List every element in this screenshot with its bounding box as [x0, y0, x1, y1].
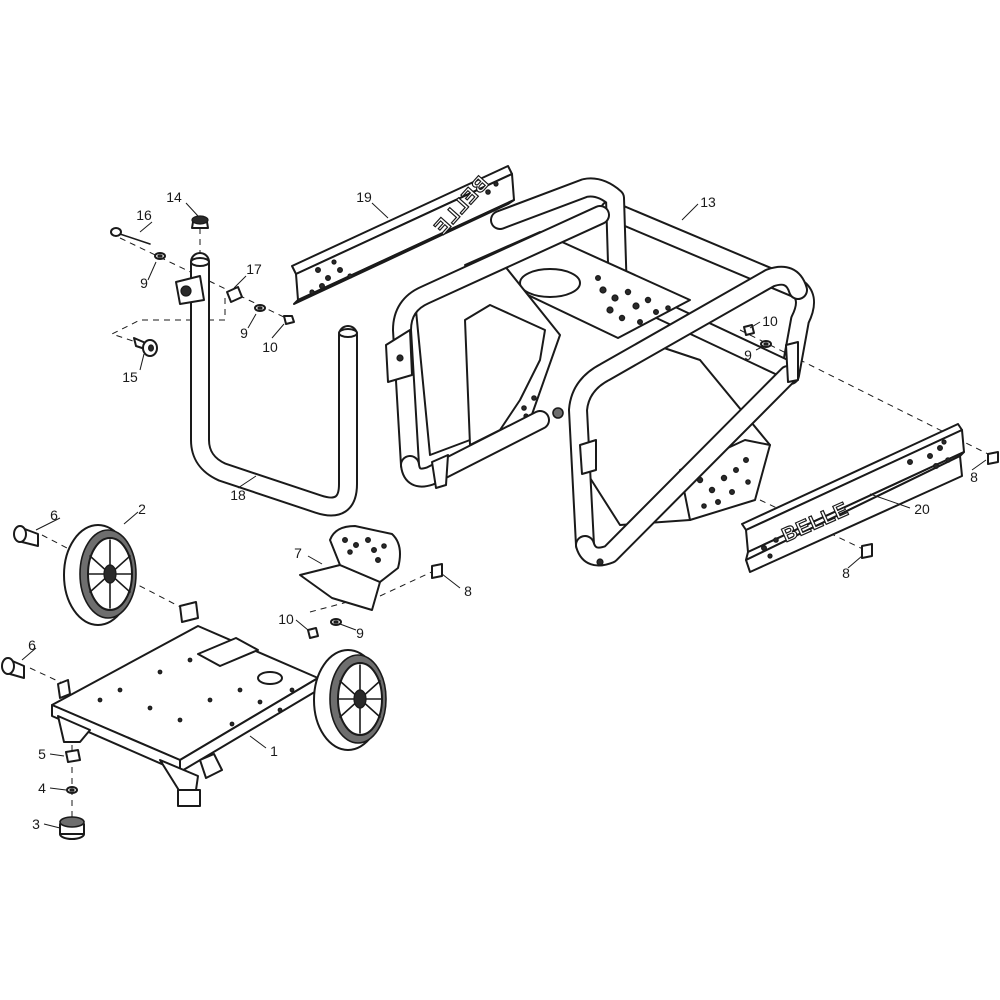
callout-19: 19: [356, 189, 372, 205]
callout-8-a: 8: [970, 469, 978, 485]
part-4-washer: [66, 786, 78, 794]
callout-14: 14: [166, 189, 182, 205]
part-17-sleeve: [226, 286, 243, 303]
callout-labels: 14 16 9 17 9 10 15 18 19 13 10 9 8 20 8 …: [28, 189, 978, 832]
callout-1: 1: [270, 743, 278, 759]
part-18-handle: [175, 252, 358, 517]
leader-lines: [21, 202, 987, 829]
part-16-bolt: [119, 233, 151, 245]
part-10-nut-a: [283, 315, 295, 325]
callout-15: 15: [122, 369, 138, 385]
callout-3: 3: [32, 816, 40, 832]
callout-9-b: 9: [240, 325, 248, 341]
part-7-bracket: [299, 525, 443, 639]
callout-20: 20: [914, 501, 930, 517]
callout-4: 4: [38, 780, 46, 796]
part-8-bolt-b: [861, 543, 873, 559]
part-15-knob: [133, 337, 158, 357]
hardware-frame-set: [743, 324, 999, 559]
callout-9-a: 9: [140, 275, 148, 291]
callout-10-a: 10: [262, 339, 278, 355]
hardware-handle-set: [110, 215, 295, 357]
part-5-nut: [65, 749, 81, 763]
part-20-side-rail: BELLE: [741, 423, 965, 573]
callout-6-a: 6: [50, 507, 58, 523]
part-10-nut-c: [307, 627, 319, 639]
callout-7: 7: [294, 545, 302, 561]
callout-10-c: 10: [278, 611, 294, 627]
callout-8-c: 8: [464, 583, 472, 599]
callout-5: 5: [38, 746, 46, 762]
callout-2: 2: [138, 501, 146, 517]
part-2-wheel-lower: [313, 649, 387, 751]
part-1-base: [51, 625, 319, 807]
part-8-bolt-c: [431, 563, 443, 579]
callout-13: 13: [700, 194, 716, 210]
callout-9-d: 9: [356, 625, 364, 641]
callout-9-c: 9: [744, 347, 752, 363]
callout-16: 16: [136, 207, 152, 223]
callout-6-b: 6: [28, 637, 36, 653]
callout-18: 18: [230, 487, 246, 503]
part-2-wheel-upper: [63, 524, 199, 626]
callout-10-b: 10: [762, 313, 778, 329]
callout-8-b: 8: [842, 565, 850, 581]
part-8-bolt-a: [987, 451, 999, 465]
part-3-rubber-foot: [59, 816, 85, 840]
part-13-main-frame: [385, 177, 815, 567]
part-6-caps: [1, 525, 39, 679]
callout-17: 17: [246, 261, 262, 277]
